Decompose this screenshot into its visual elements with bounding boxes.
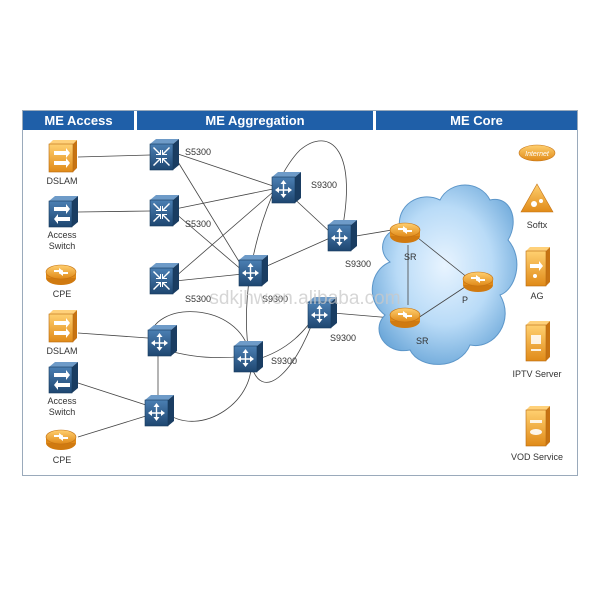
s9300-switch-icon [271, 171, 302, 204]
p-label: P [462, 295, 468, 305]
s9300-switch-icon [144, 394, 175, 427]
cpe-router-icon [45, 429, 77, 451]
s5300-3-label: S5300 [185, 294, 211, 304]
sr-1-label: SR [404, 252, 417, 262]
dslam-icon [48, 310, 77, 343]
dslam-1-label: DSLAM [46, 176, 77, 186]
s9300-switch-icon [147, 324, 178, 357]
header-me-aggregation: ME Aggregation [137, 111, 373, 130]
s9300-3-label: S9300 [345, 259, 371, 269]
s5300-2-label: S5300 [185, 219, 211, 229]
cpe-1-label: CPE [53, 289, 72, 299]
iptv-server-icon [525, 321, 550, 362]
s9300-switch-icon [233, 340, 264, 373]
s9300-5-label: S9300 [271, 356, 297, 366]
s5300-switch-icon [149, 138, 180, 171]
s9300-1-label: S9300 [311, 180, 337, 190]
s9300-4-label: S9300 [330, 333, 356, 343]
softx-label: Softx [527, 220, 548, 230]
router-icon [389, 307, 421, 329]
s9300-2-label: S9300 [262, 294, 288, 304]
s9300-switch-icon [327, 219, 358, 252]
header-me-core: ME Core [376, 111, 577, 130]
ag-label: AG [530, 291, 543, 301]
dslam-2-label: DSLAM [46, 346, 77, 356]
router-icon [462, 271, 494, 293]
s5300-1-label: S5300 [185, 147, 211, 157]
vod-server-icon [525, 406, 550, 447]
ag-icon [525, 247, 550, 287]
router-icon [389, 222, 421, 244]
iptv-server-label: IPTV Server [512, 369, 561, 379]
vod-service-label: VOD Service [511, 452, 563, 462]
sr-2-label: SR [416, 336, 429, 346]
softx-icon [520, 183, 554, 213]
dslam-icon [48, 140, 77, 173]
s5300-switch-icon [149, 194, 180, 227]
access-switch-2-label-line2: Switch [49, 407, 76, 417]
access-switch-2-label-line1: Access [47, 396, 77, 406]
core-cloud [371, 184, 518, 365]
s9300-switch-icon [238, 254, 269, 287]
access-switch-icon [48, 195, 79, 228]
access-switch-1-label-line1: Access [47, 230, 77, 240]
header-me-access: ME Access [23, 111, 134, 130]
cpe-router-icon [45, 264, 77, 286]
access-switch-1-label-line2: Switch [49, 241, 76, 251]
s5300-switch-icon [149, 262, 180, 295]
access-switch-icon [48, 361, 79, 394]
internet-label: Internet [525, 151, 550, 158]
internet-icon: Internet [518, 144, 556, 162]
watermark: sdkjhw.en.alibaba.com [209, 288, 400, 309]
cpe-2-label: CPE [53, 455, 72, 465]
diagram-frame [22, 110, 578, 476]
